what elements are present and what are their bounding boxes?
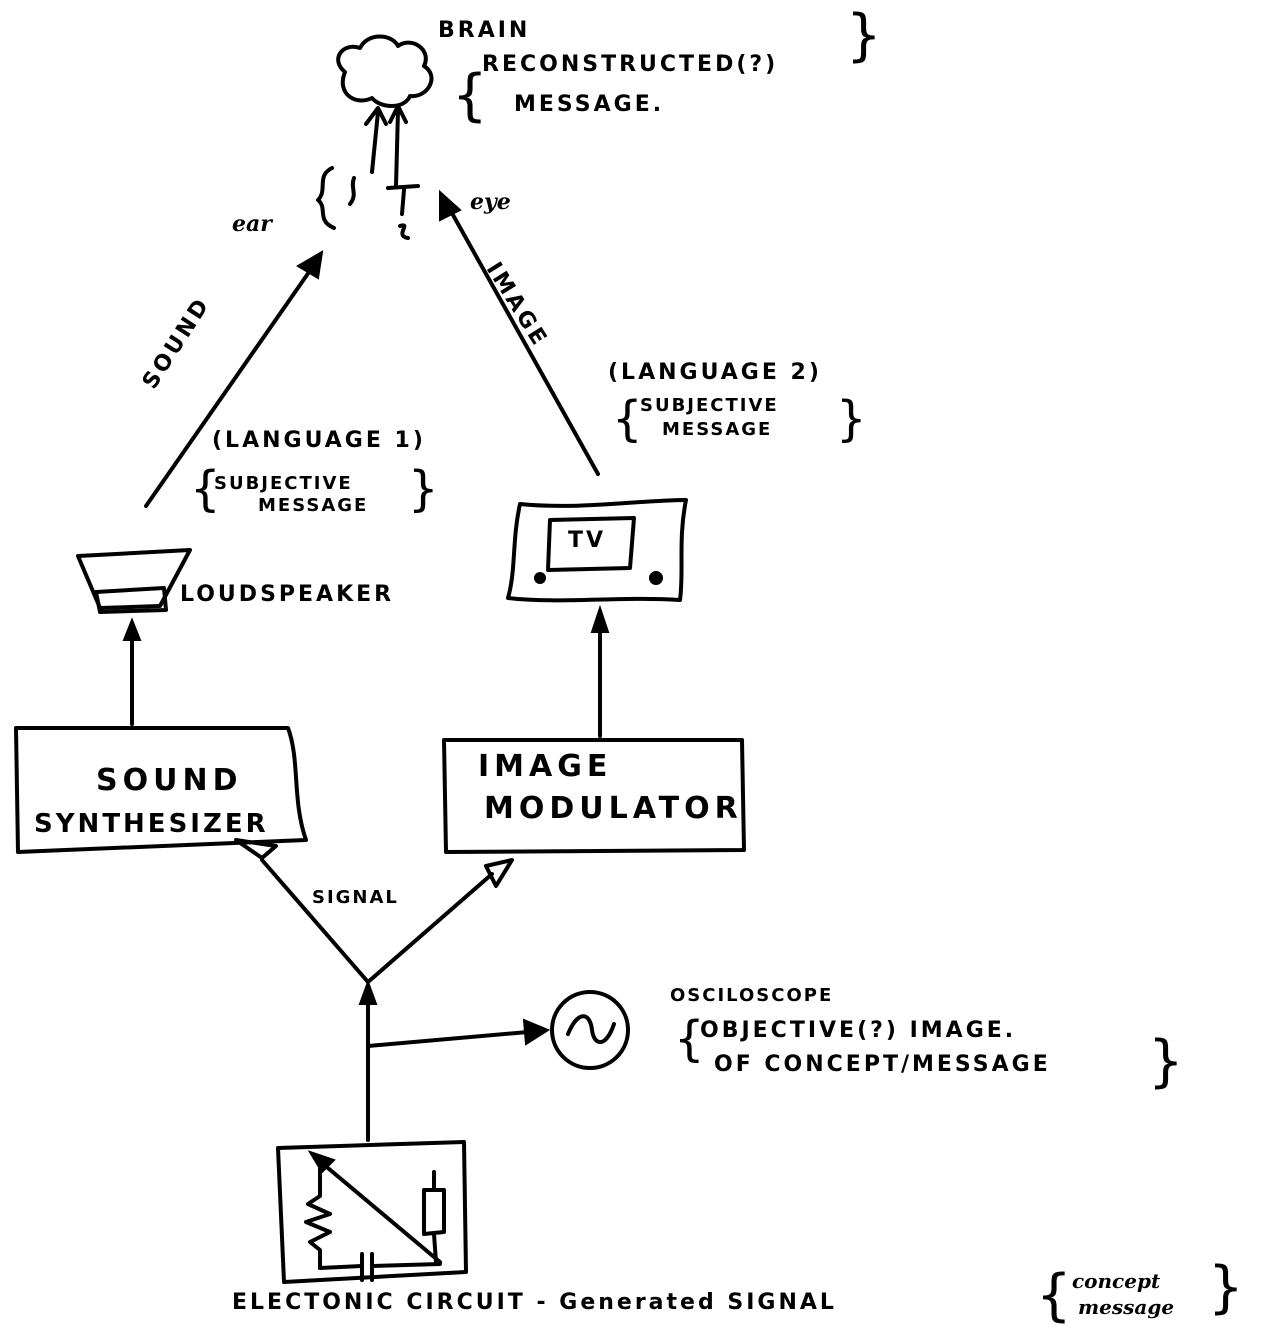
image-line bbox=[446, 204, 600, 476]
language1-brace-right: } bbox=[408, 461, 439, 517]
sound-arrowhead bbox=[296, 250, 324, 280]
concept-brace-right: } bbox=[1208, 1255, 1244, 1320]
sound-synth-box bbox=[14, 726, 308, 854]
eye-to-brain-arrow bbox=[394, 108, 400, 188]
signal-label: SIGNAL bbox=[312, 887, 399, 908]
image-mod-line2: MODULATOR bbox=[484, 791, 743, 826]
ear-mark bbox=[348, 176, 356, 206]
oscilloscope-line2: OF CONCEPT/MESSAGE bbox=[714, 1052, 1051, 1077]
image-mod-box bbox=[442, 738, 746, 854]
image-arrowhead bbox=[439, 189, 462, 222]
sound-synth-line2: SYNTHESIZER bbox=[34, 809, 269, 839]
sound-line bbox=[144, 260, 318, 508]
brain-cloud bbox=[336, 34, 434, 108]
concept-line1: concept bbox=[1072, 1269, 1161, 1293]
oscilloscope-brace-left: { bbox=[674, 1011, 705, 1067]
circuit-label: ELECTONIC CIRCUIT - Generated SIGNAL bbox=[232, 1290, 837, 1315]
brain-label: BRAIN bbox=[438, 18, 531, 43]
language2-line1: SUBJECTIVE bbox=[640, 395, 779, 416]
ear-label: ear bbox=[232, 211, 272, 237]
signal-right-line bbox=[366, 872, 494, 984]
signal-left-line bbox=[260, 858, 370, 984]
oscilloscope-icon bbox=[550, 990, 630, 1070]
language1-line1: SUBJECTIVE bbox=[214, 473, 353, 494]
circuit-box bbox=[276, 1140, 468, 1284]
language1-brace-left: { bbox=[190, 461, 221, 517]
tv-icon bbox=[506, 498, 688, 603]
oscilloscope-brace-right: } bbox=[1148, 1029, 1184, 1094]
oscilloscope-label: OSCILOSCOPE bbox=[670, 985, 834, 1006]
brain-brace-left: { bbox=[452, 63, 488, 128]
sound-synth-line1: SOUND bbox=[96, 763, 243, 798]
eye-label: eye bbox=[470, 189, 511, 215]
ear-bracket bbox=[316, 166, 336, 230]
brain-brace-right: } bbox=[846, 3, 882, 68]
oscilloscope-line1: OBJECTIVE(?) IMAGE. bbox=[700, 1018, 1017, 1043]
language1-title: (LANGUAGE 1) bbox=[212, 428, 426, 453]
scope-branch bbox=[366, 1030, 530, 1048]
concept-line2: message bbox=[1078, 1295, 1175, 1319]
language2-line2: MESSAGE bbox=[662, 419, 773, 440]
language2-brace-right: } bbox=[836, 391, 867, 447]
brain-reconstructed: RECONSTRUCTED(?) bbox=[482, 52, 779, 77]
image-mod-line1: IMAGE bbox=[478, 749, 613, 784]
brain-message: MESSAGE. bbox=[514, 92, 665, 117]
loudspeaker-icon bbox=[76, 548, 192, 610]
eye-mark bbox=[386, 184, 420, 240]
concept-brace-left: { bbox=[1036, 1263, 1072, 1328]
ear-to-brain-arrow bbox=[370, 110, 380, 174]
loudspeaker-label: LOUDSPEAKER bbox=[180, 582, 395, 607]
tv-label: TV bbox=[568, 528, 607, 553]
language1-line2: MESSAGE bbox=[258, 495, 369, 516]
language2-brace-left: { bbox=[612, 391, 643, 447]
language2-title: (LANGUAGE 2) bbox=[608, 360, 822, 385]
